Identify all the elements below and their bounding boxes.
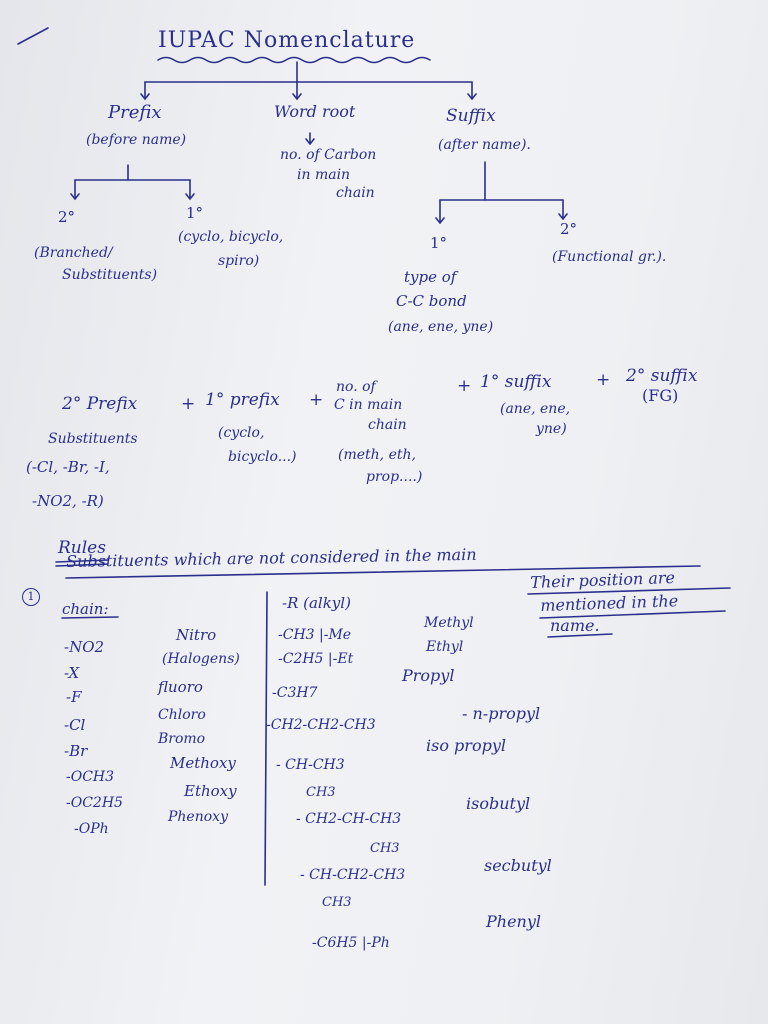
left-group-name: Phenoxy (168, 809, 228, 825)
suffix-label: Suffix (446, 106, 496, 126)
sec-prefix-degree: 2° (58, 208, 76, 226)
ethyl-formula: -C2H5 |-Et (278, 651, 354, 667)
pen-mark (17, 27, 49, 45)
rules-heading: Rules (58, 538, 106, 558)
formula-cyclo-1: (cyclo, (218, 425, 265, 441)
formula-sec-suffix: 2° suffix (626, 366, 698, 386)
left-group-name: Nitro (176, 626, 217, 644)
pri-suffix-desc3: (ane, ene, yne) (388, 319, 494, 335)
formula-plus-4: + (596, 370, 611, 390)
left-group-name: fluoro (158, 678, 203, 696)
left-group-formula: -NO2 (64, 638, 105, 656)
left-group-formula: -Br (64, 742, 88, 760)
word-root-sub2: in main (297, 167, 351, 183)
pri-suffix-degree: 1° (430, 234, 448, 252)
rule-number-badge: 1 (22, 588, 40, 606)
pri-prefix-degree: 1° (186, 204, 204, 222)
formula-fg: (FG) (642, 386, 679, 405)
ethyl-name: Ethyl (426, 639, 464, 655)
formula-pri-prefix: 1° prefix (205, 390, 280, 410)
formula-meth-2: prop....) (366, 469, 423, 485)
word-root-sub3: chain (336, 185, 375, 201)
methyl-formula: -CH3 |-Me (278, 627, 352, 643)
page-title: IUPAC Nomenclature (158, 28, 416, 53)
left-group-formula: -OC2H5 (66, 795, 123, 811)
formula-substituents-list1: (-Cl, -Br, -I, (26, 458, 110, 476)
left-group-formula: -OCH3 (66, 769, 115, 785)
methyl-name: Methyl (424, 615, 474, 631)
formula-substituents-list2: -NO2, -R) (32, 492, 104, 510)
formula-substituents: Substituents (48, 431, 138, 447)
formula-carbon-3: chain (368, 417, 407, 433)
left-group-name: Ethoxy (184, 782, 237, 800)
left-group-name: Methoxy (170, 754, 236, 772)
word-root-sub1: no. of Carbon (280, 147, 377, 163)
formula-carbon-2: C in main (334, 397, 403, 413)
suffix-sub: (after name). (438, 137, 531, 153)
formula-pri-suffix: 1° suffix (480, 372, 552, 392)
formula-plus-1: + (181, 394, 196, 414)
propyl-name: Propyl (402, 666, 455, 685)
note-line3: name. (550, 616, 600, 635)
formula-meth-1: (meth, eth, (338, 447, 416, 463)
pri-suffix-desc1: type of (404, 268, 457, 286)
formula-plus-2: + (309, 390, 324, 410)
word-root-label: Word root (274, 102, 356, 121)
phenyl-formula: -C6H5 |-Ph (312, 935, 390, 951)
prefix-label: Prefix (108, 102, 162, 123)
pri-prefix-desc2: spiro) (218, 253, 260, 269)
pri-suffix-desc2: C-C bond (396, 292, 467, 310)
propyl-formula: -C3H7 (272, 685, 318, 701)
npropyl-formula: -CH2-CH2-CH3 (266, 717, 376, 733)
note-line2: mentioned in the (539, 591, 679, 615)
title-underline (157, 56, 431, 64)
left-group-formula: -X (64, 664, 80, 682)
left-group-formula: -Cl (64, 716, 86, 734)
secbutyl-branch: CH3 (322, 895, 352, 910)
isopropyl-branch: CH3 (306, 785, 336, 800)
formula-ane-1: (ane, ene, (500, 401, 571, 417)
sec-prefix-desc1: (Branched/ (34, 245, 113, 261)
formula-sec-prefix: 2° Prefix (62, 394, 138, 414)
left-group-name: Chloro (158, 707, 206, 723)
alkyl-formula: -R (alkyl) (282, 594, 351, 612)
left-group-formula: -F (66, 688, 82, 706)
secbutyl-formula: - CH-CH2-CH3 (300, 867, 406, 883)
formula-plus-3: + (457, 376, 472, 396)
left-group-name: Bromo (158, 731, 206, 747)
formula-cyclo-2: bicyclo...) (228, 449, 297, 465)
pri-prefix-desc1: (cyclo, bicyclo, (178, 229, 284, 245)
prefix-sub: (before name) (86, 132, 187, 148)
sec-suffix-desc: (Functional gr.). (552, 249, 667, 265)
phenyl-name: Phenyl (486, 912, 541, 931)
left-group-formula: -OPh (74, 821, 109, 837)
sec-prefix-desc2: Substituents) (62, 267, 158, 283)
formula-carbon-1: no. of (336, 379, 376, 395)
isobutyl-name: isobutyl (466, 794, 531, 813)
rule1-chain: chain: (62, 600, 109, 618)
secbutyl-name: secbutyl (484, 856, 552, 875)
npropyl-name: - n-propyl (462, 704, 541, 723)
isopropyl-formula: - CH-CH3 (276, 757, 345, 773)
sec-suffix-degree: 2° (560, 220, 578, 238)
isopropyl-name: iso propyl (426, 736, 506, 755)
left-group-name: (Halogens) (162, 651, 240, 667)
isobutyl-branch: CH3 (370, 841, 400, 856)
formula-ane-2: yne) (536, 421, 567, 437)
isobutyl-formula: - CH2-CH-CH3 (296, 811, 402, 827)
